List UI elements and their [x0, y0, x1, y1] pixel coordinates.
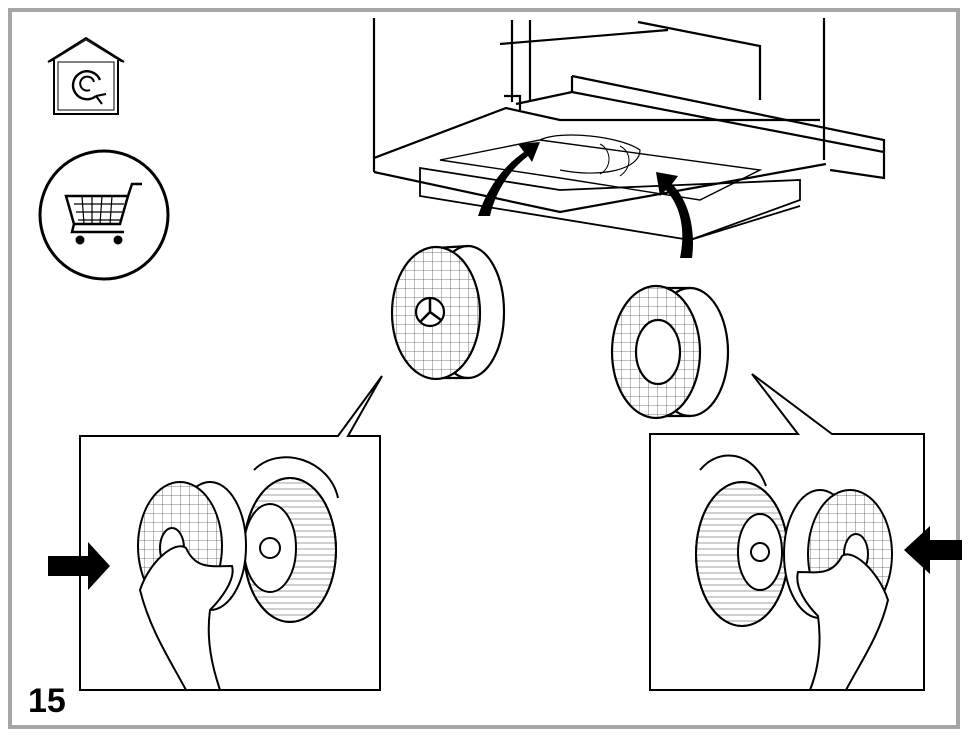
insert-arrow-left — [478, 142, 540, 216]
filter-mount-detail-right — [695, 454, 893, 691]
push-arrow-left — [48, 542, 110, 590]
diagram-frame — [8, 8, 960, 729]
filter-mount-detail-left — [137, 456, 339, 691]
insert-arrow-right — [656, 172, 694, 258]
carbon-filter-left — [390, 244, 506, 381]
shopping-cart-icon — [38, 149, 170, 281]
step-number: 15 — [28, 682, 66, 720]
push-arrow-right — [904, 526, 962, 574]
cooker-hood — [372, 18, 886, 241]
house-recirculation-icon — [47, 36, 125, 115]
carbon-filter-right — [610, 284, 730, 420]
